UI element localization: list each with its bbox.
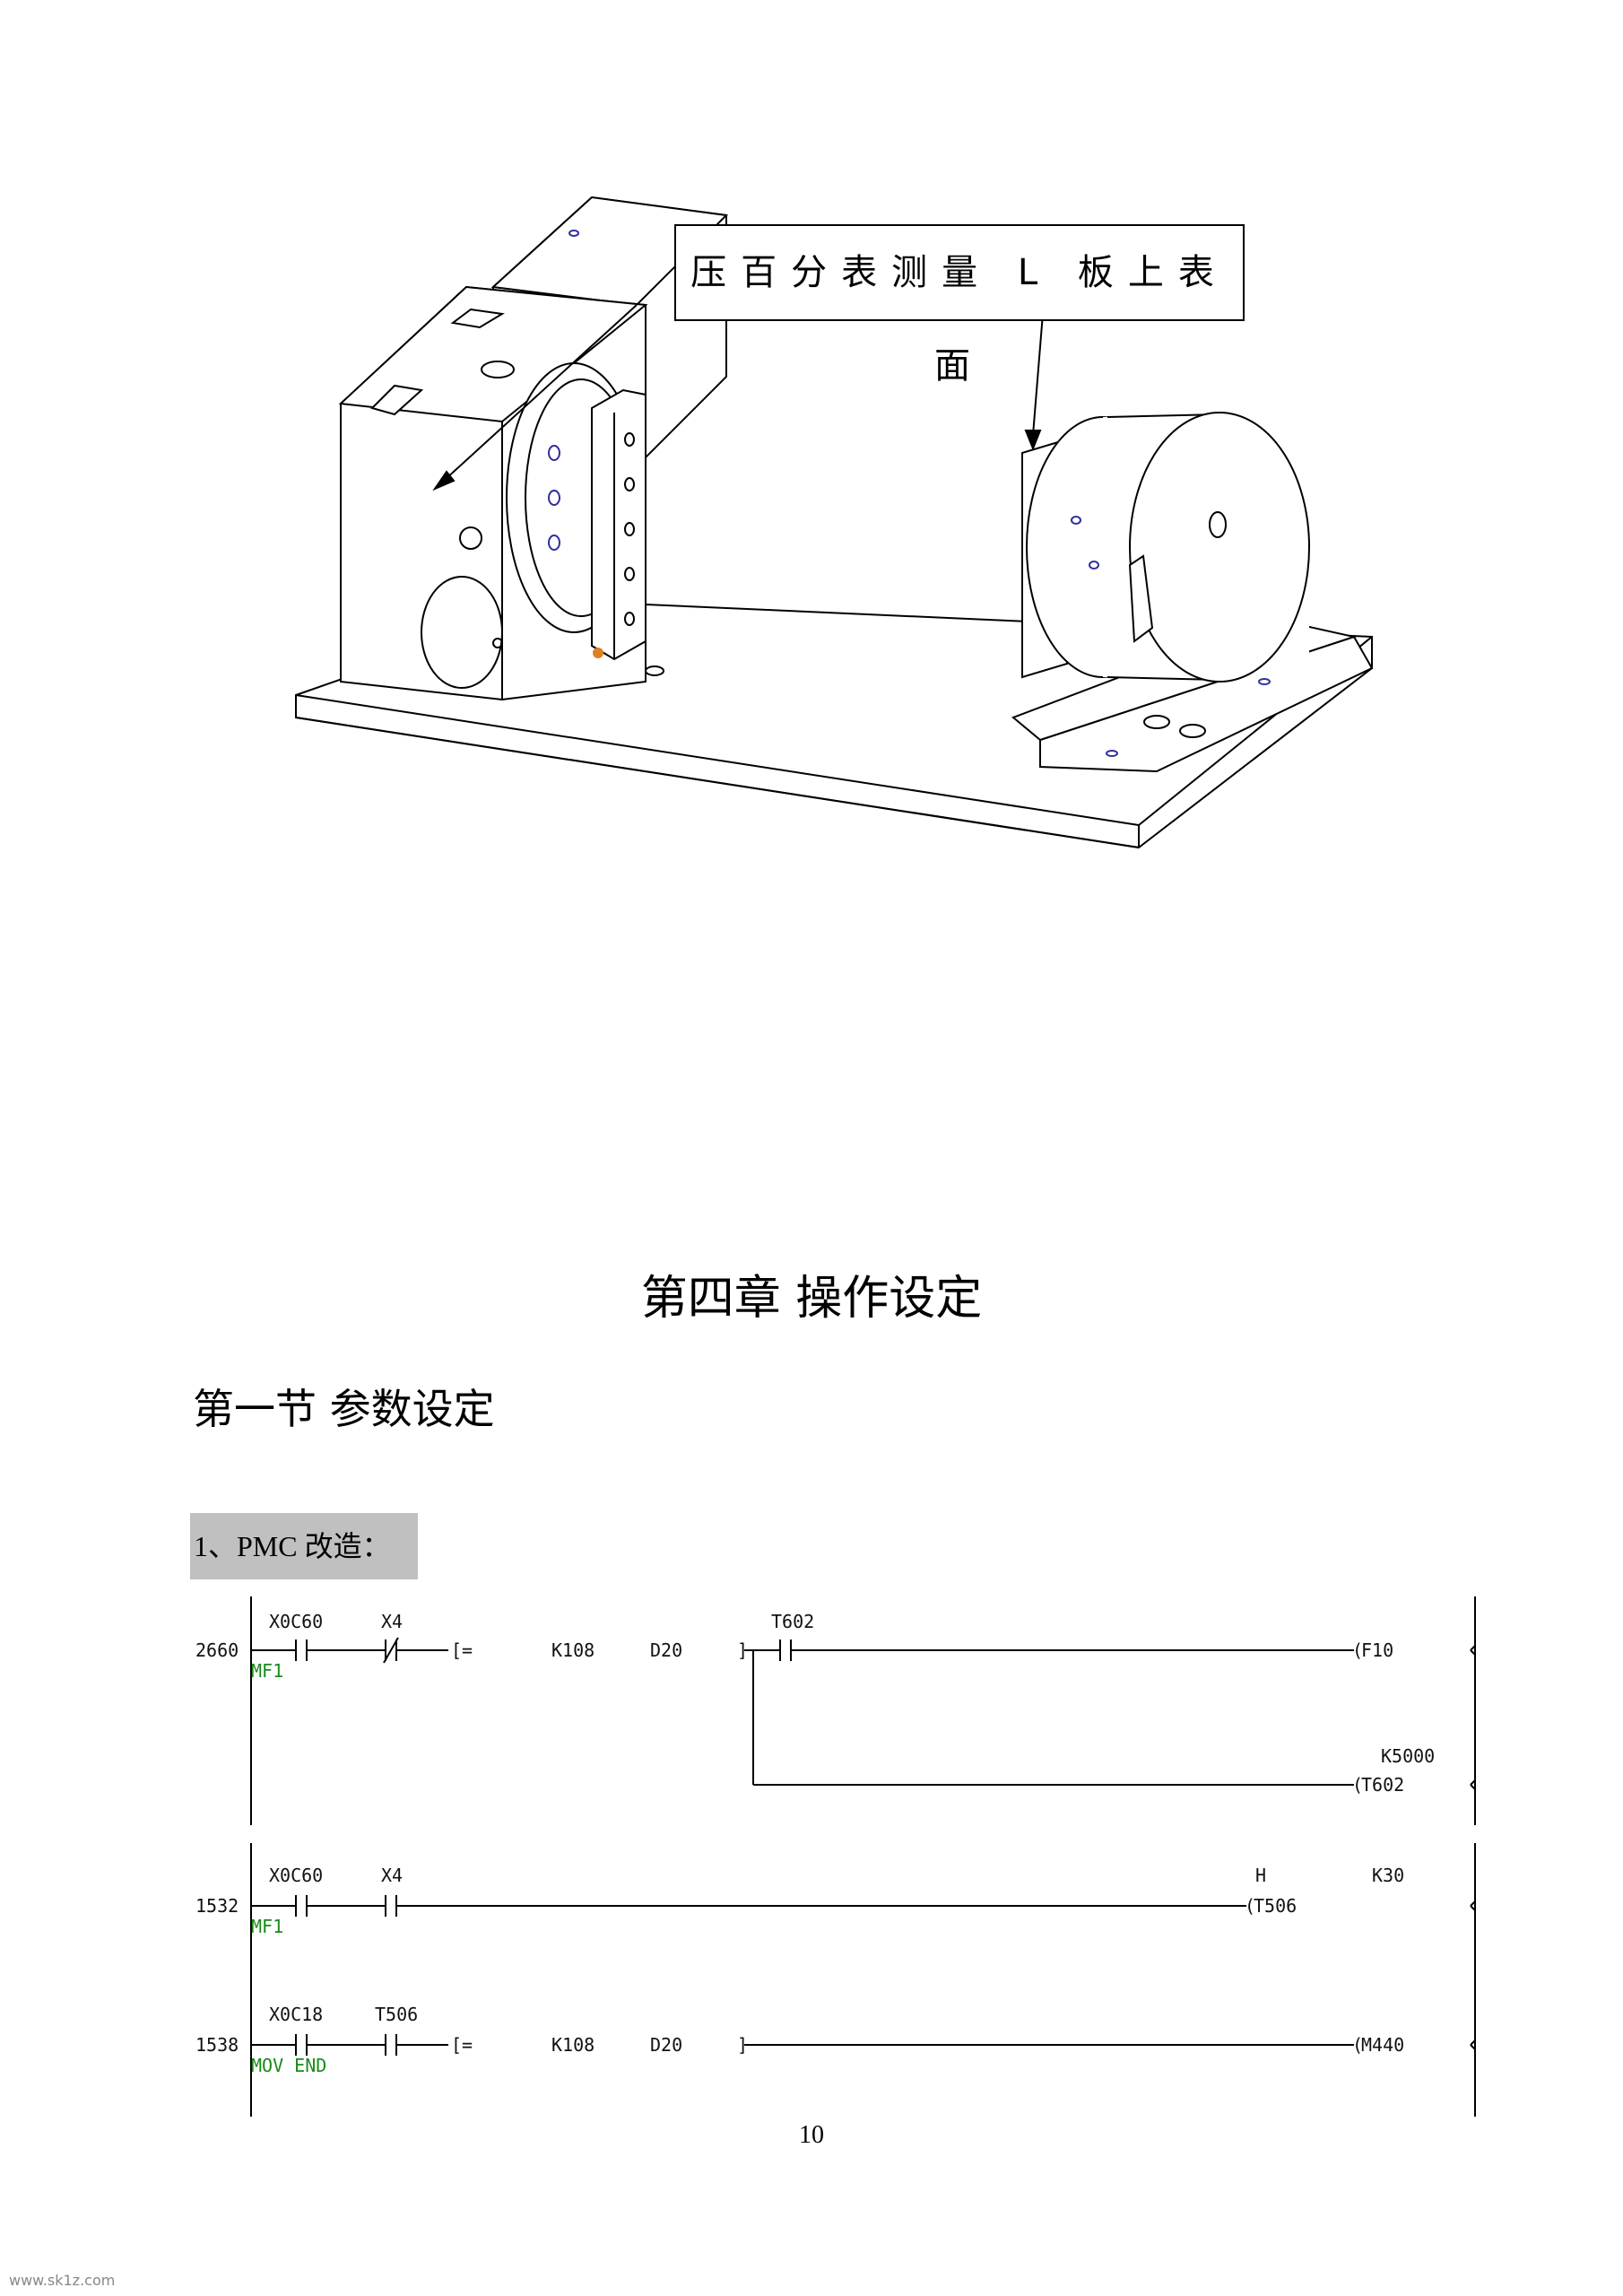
compare-instruction: [= [451,1639,473,1661]
rung-note: MF1 [251,1916,283,1937]
contact-label: X0C60 [269,1611,323,1632]
timer-contact-label: T602 [771,1611,814,1632]
rotary-table-cad-drawing [295,196,1374,849]
ladder-rung: 2660 MF1 X0C60 X4 [= K108 D20 ] T602 ( F… [195,1611,1476,1796]
contact-label: X4 [381,1611,403,1632]
contact-label: X0C18 [269,2004,323,2025]
compare-close: ] [737,2034,748,2056]
page-number: 10 [799,2121,824,2149]
rung-number: 1538 [195,2034,239,2056]
compare-close: ] [737,1639,748,1661]
chapter-title: 第四章 操作设定 [640,1272,983,1326]
contact-label: X0C60 [269,1865,323,1886]
ladder-rung: 1532 MF1 X0C60 X4 H K30 ( T506 [195,1865,1476,1937]
compare-arg: D20 [650,2034,682,2056]
rung-number: 1532 [195,1895,239,1917]
compare-arg: D20 [650,1639,682,1661]
rung-number: 2660 [195,1639,239,1661]
output-coil: ( [1352,2034,1363,2056]
output-label: M440 [1361,2034,1404,2056]
contact-label: X4 [381,1865,403,1886]
watermark: www.sk1z.com [9,2272,116,2289]
right-rotary-unit [1021,412,1310,683]
output-label: T506 [1254,1895,1297,1917]
rung-note: MOV END [251,2055,326,2076]
section-title: 第一节 参数设定 [193,1385,495,1433]
output-coil: ( [1352,1639,1363,1661]
output-param: H [1255,1865,1266,1886]
output-label: F10 [1361,1639,1393,1661]
output-label: T602 [1361,1774,1404,1796]
compare-instruction: [= [451,2034,473,2056]
output-coil: ( [1245,1895,1255,1917]
output-coil: ( [1352,1774,1363,1796]
pmc-ladder-diagram: 2660 MF1 X0C60 X4 [= K108 D20 ] T602 ( F… [195,1596,1476,2117]
compare-arg: K108 [551,1639,595,1661]
figure-callout-label: 压百分表测量 L 板上表面 [674,224,1245,387]
subsection-title: 1、PMC 改造： [190,1513,418,1579]
compare-arg: K108 [551,2034,595,2056]
contact-label: T506 [375,2004,418,2025]
left-l-plate [591,388,647,661]
ladder-rung: 1538 MOV END X0C18 T506 [= K108 D20 ] ( … [195,2004,1476,2076]
output-param: K30 [1372,1865,1404,1886]
rung-note: MF1 [251,1660,283,1682]
output-param: K5000 [1381,1745,1435,1767]
